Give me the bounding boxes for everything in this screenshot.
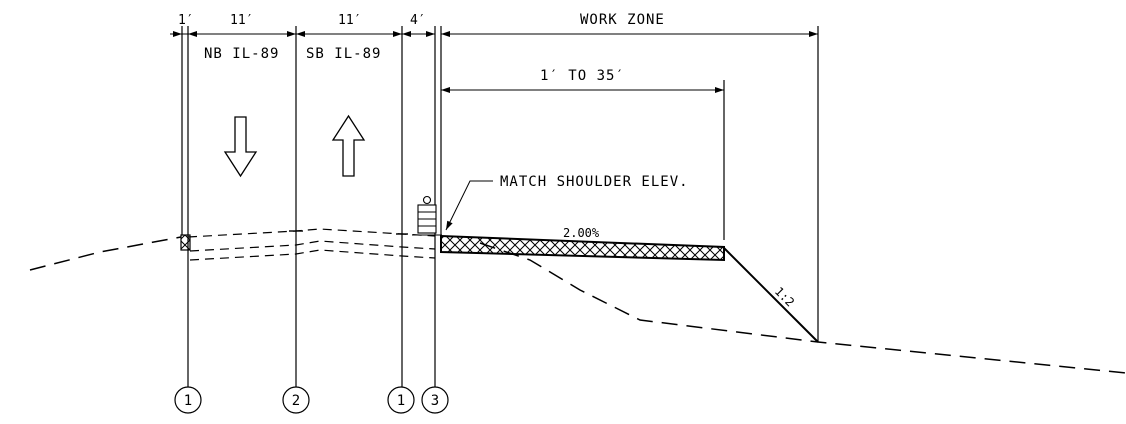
dim-shoulder-left: 1′ [178,13,194,28]
reference-lines [181,26,819,387]
cross-slope-label: 2.00% [563,226,600,240]
widening-label: 1′ TO 35′ [540,68,625,84]
bubble-3 [421,386,449,414]
proposed-widening-pavement [440,234,725,262]
existing-ground [29,236,1126,374]
bubble-3-text: 3 [431,393,439,409]
sb-lane-label: SB IL-89 [306,46,381,62]
dim-shoulder-right: 4′ [410,13,426,28]
work-zone-label: WORK ZONE [580,12,665,28]
crown-ticks [289,230,408,235]
arrow-up-icon [331,114,366,177]
dim-lane-nb: 11′ [230,13,253,28]
arrow-down-icon [223,116,258,178]
dim-lane-sb: 11′ [338,13,361,28]
bubble-1-right-text: 1 [397,393,405,409]
dimension-lines [170,31,818,93]
bubble-1-right [387,386,415,414]
match-shoulder-leader [445,180,493,231]
side-slope-line [723,247,819,343]
side-slope-label: 1:2 [772,284,797,309]
nb-lane-label: NB IL-89 [204,46,279,62]
bubble-2 [282,386,310,414]
left-shoulder-edge [180,234,191,251]
bubble-2-text: 2 [292,393,300,409]
bubble-1-left-text: 1 [184,393,192,409]
traffic-drum-icon [412,195,442,236]
match-shoulder-label: MATCH SHOULDER ELEV. [500,174,689,190]
reference-bubbles [174,386,449,414]
bubble-1-left [174,386,202,414]
